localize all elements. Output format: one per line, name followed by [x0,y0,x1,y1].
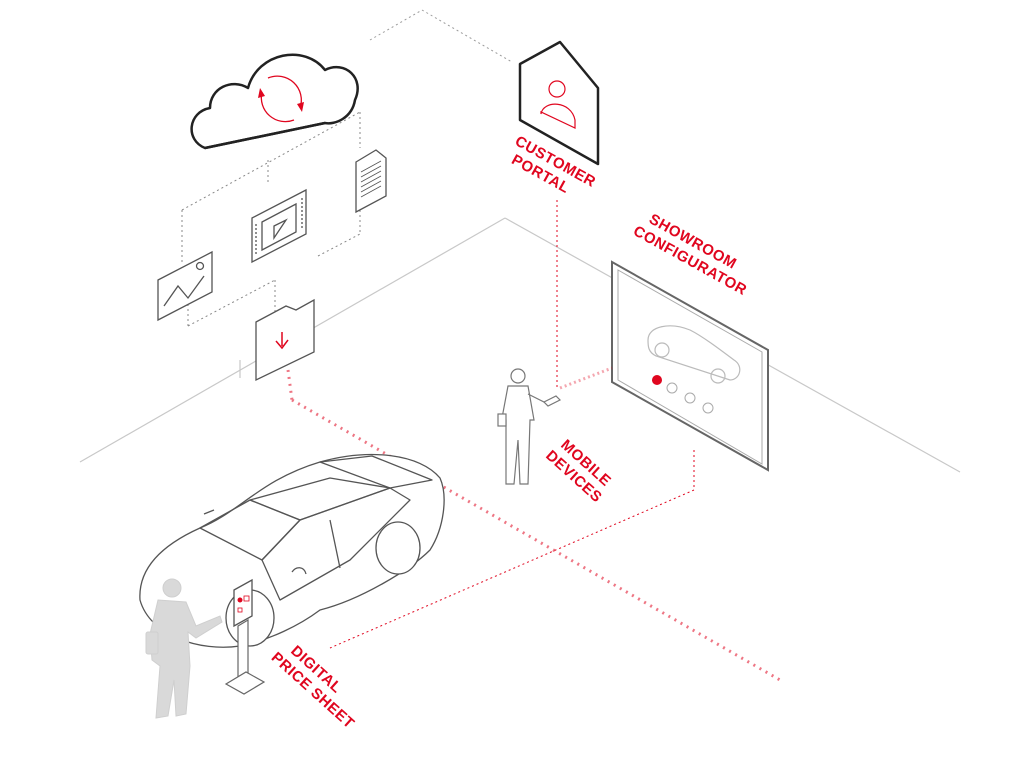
screen-car-outline [647,325,741,384]
showroom-screen [611,260,769,472]
cloud-connectors [181,111,361,327]
top-dotted-lines [369,9,513,63]
customer-portal-house-icon [518,40,600,166]
download-folder-icon [255,298,315,382]
car-illustration [139,453,445,648]
screen-to-pricesheet-connector [329,489,695,649]
label-digital-price-sheet: DIGITAL PRICE SHEET [268,642,358,732]
data-flow-red [286,369,781,682]
cloud-sync-icon [190,53,359,150]
label-mobile-devices: MOBILE DEVICES [542,436,614,506]
screen-color-options [652,375,714,414]
price-sheet-kiosk [224,578,266,695]
image-icon [157,250,213,322]
mobile-beam [559,366,613,390]
video-icon [251,188,307,264]
salesperson-figure [497,368,562,485]
document-icon [355,149,387,214]
customer-figure [145,578,223,719]
